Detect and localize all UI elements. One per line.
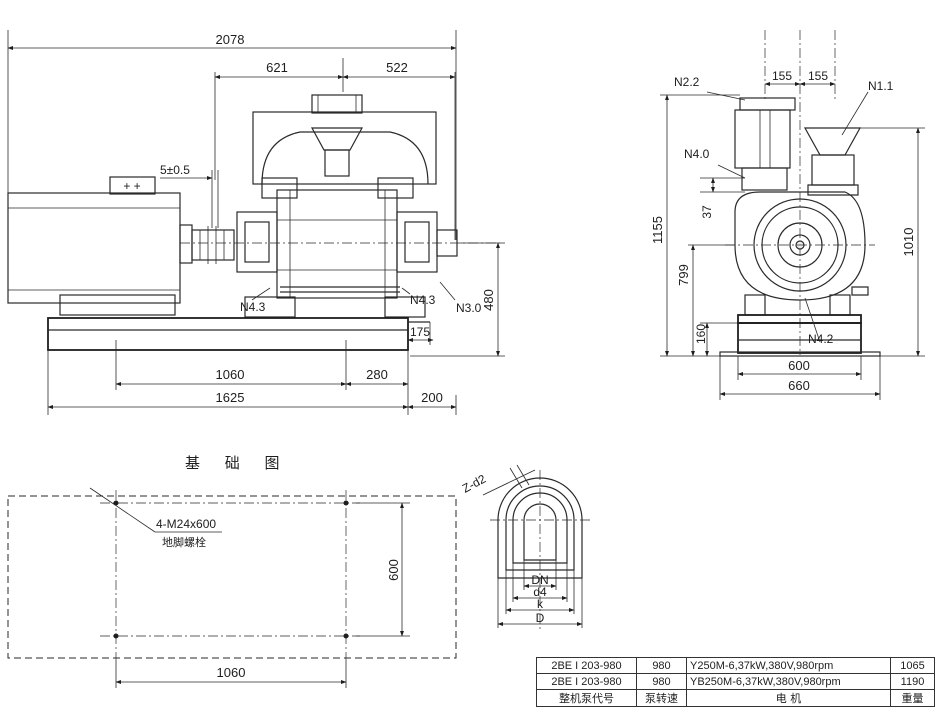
flange-label-d4: d4 <box>533 585 547 599</box>
coupling <box>191 229 235 261</box>
pump-inlet-cone <box>310 127 364 151</box>
dim-coupling-gap: 5±0.5 <box>160 163 190 177</box>
dim-foundation-length: 1060 <box>217 665 246 680</box>
bolt-spec: 4-M24x600 <box>156 517 216 531</box>
label-n43-left: N4.3 <box>240 300 266 314</box>
label-n22: N2.2 <box>674 75 700 89</box>
bearing-right <box>396 211 438 273</box>
flange-holes: Z-d2 <box>460 472 489 496</box>
foundation-title: 基 础 图 <box>185 454 290 472</box>
table-cell: Y250M-6,37kW,380V,980rpm <box>686 657 891 674</box>
dim-base-offset: 175 <box>410 325 430 339</box>
pump-hood <box>252 111 437 185</box>
dim-height-outlet: 1010 <box>901 228 916 257</box>
motor-terminal-box <box>109 176 156 195</box>
dim-flange-right: 155 <box>808 69 828 83</box>
table-cell: YB250M-6,37kW,380V,980rpm <box>686 673 891 690</box>
table-cell: 1190 <box>890 673 935 690</box>
dim-height-axis: 799 <box>676 264 691 286</box>
foundation-outline <box>7 495 457 659</box>
table-cell: 2BE I 203-980 <box>536 657 637 674</box>
flange-label-k: k <box>537 597 544 611</box>
side-view: 155 155 N2.2 N1.1 N4.0 37 <box>650 30 925 400</box>
label-n42: N4.2 <box>808 332 834 346</box>
dim-height-n40: 37 <box>700 205 714 219</box>
dim-height-base: 160 <box>694 324 708 344</box>
table-cell: 2BE I 203-980 <box>536 673 637 690</box>
dim-overall-length: 2078 <box>216 32 245 47</box>
flange-label-dn: DN <box>531 573 548 587</box>
label-n40: N4.0 <box>684 147 710 161</box>
table-header: 整机泵代号 <box>536 689 637 707</box>
flange-outer <box>497 477 583 579</box>
table-row: 2BE I 203-980 980 YB250M-6,37kW,380V,980… <box>536 673 935 690</box>
table-cell: 1065 <box>890 657 935 674</box>
front-view: 2078 621 522 + + 5±0.5 <box>7 30 505 415</box>
label-n30: N3.0 <box>456 301 482 315</box>
bolt-hole <box>343 633 349 639</box>
dim-side-base-outer: 660 <box>788 378 810 393</box>
inlet-cone <box>803 127 862 156</box>
dim-base-inner: 1060 <box>216 367 245 382</box>
table-header: 重量 <box>890 689 935 707</box>
table-row: 2BE I 203-980 980 Y250M-6,37kW,380V,980r… <box>536 657 935 674</box>
table-cell: 980 <box>636 673 687 690</box>
dim-base-right: 280 <box>366 367 388 382</box>
spec-table: 2BE I 203-980 980 Y250M-6,37kW,380V,980r… <box>536 657 935 707</box>
motor-box-label: + + <box>123 179 140 193</box>
table-cell: 980 <box>636 657 687 674</box>
base-frame <box>47 317 409 351</box>
dim-flange-left: 155 <box>772 69 792 83</box>
flange-detail: Z-d2 DN d4 k D <box>460 464 590 630</box>
dim-height-total: 1155 <box>650 216 665 244</box>
motor-body <box>7 192 181 304</box>
dim-base-total: 1625 <box>216 390 245 405</box>
dim-foundation-width: 600 <box>386 559 401 581</box>
bearing-left <box>236 211 278 273</box>
bolt-name: 地脚螺栓 <box>162 535 206 549</box>
bolt-hole <box>343 500 349 506</box>
dim-pump-left: 621 <box>266 60 288 75</box>
bolt-hole <box>113 633 119 639</box>
bolt-hole <box>113 500 119 506</box>
outlet-column <box>734 109 791 169</box>
label-n11: N1.1 <box>868 79 894 93</box>
pump-casing-side <box>734 191 866 301</box>
dim-pump-right: 522 <box>386 60 408 75</box>
pump-casing-top <box>261 131 429 185</box>
table-header: 泵转速 <box>636 689 687 707</box>
side-base-frame <box>737 322 862 354</box>
table-header: 电 机 <box>686 689 891 707</box>
dim-shaft-height: 480 <box>481 289 496 311</box>
label-n43-right: N4.3 <box>410 293 436 307</box>
foundation-plan: 基 础 图 4-M24x600 地脚螺栓 600 1060 <box>7 454 457 688</box>
pump-outlet-flange <box>311 94 363 114</box>
pump-body <box>276 189 398 299</box>
dim-base-ext: 200 <box>421 390 443 405</box>
table-header-row: 整机泵代号 泵转速 电 机 重量 <box>536 689 935 707</box>
dim-side-base-inner: 600 <box>788 358 810 373</box>
flange-label-d: D <box>536 611 545 625</box>
